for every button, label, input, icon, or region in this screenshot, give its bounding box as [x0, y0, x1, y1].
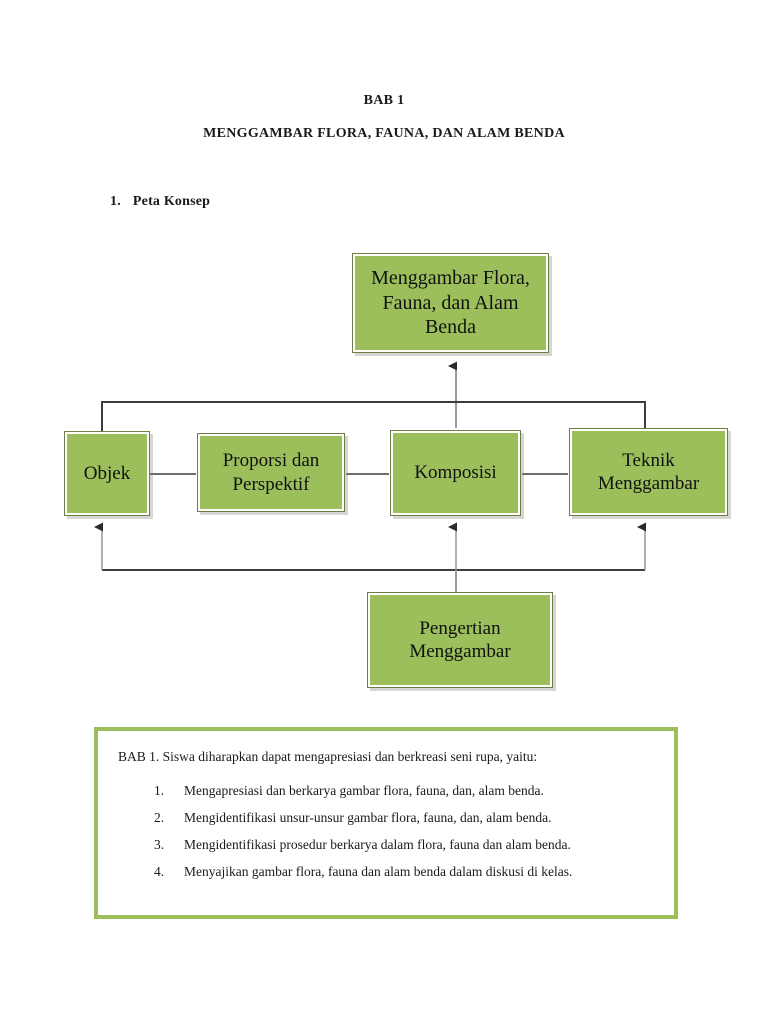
section-label: Peta Konsep: [132, 194, 211, 209]
concept-map: Menggambar Flora, Fauna, dan Alam Benda …: [64, 253, 728, 688]
list-item: 4. Menyajikan gambar flora, fauna dan al…: [154, 864, 654, 880]
connector-upper-bracket: [101, 401, 646, 431]
section-number: 1.: [110, 194, 121, 209]
bab-title: BAB 1: [363, 93, 405, 108]
chapter-title: MENGGAMBAR FLORA, FAUNA, DAN ALAM BENDA: [203, 126, 565, 141]
section-heading-peta-konsep: 1. Peta Konsep: [110, 194, 210, 210]
list-item: 1. Mengapresiasi dan berkarya gambar flo…: [154, 783, 654, 799]
concept-node-teknik-menggambar[interactable]: Teknik Menggambar: [569, 428, 728, 516]
objectives-list: 1. Mengapresiasi dan berkarya gambar flo…: [118, 783, 654, 881]
list-item-number: 1.: [154, 782, 165, 798]
list-item-text: Mengapresiasi dan berkarya gambar flora,…: [184, 782, 544, 798]
concept-node-komposisi[interactable]: Komposisi: [390, 430, 521, 516]
list-item: 3. Mengidentifikasi prosedur berkarya da…: [154, 837, 654, 853]
list-item-number: 3.: [154, 837, 165, 853]
list-item: 2. Mengidentifikasi unsur-unsur gambar f…: [154, 810, 654, 826]
concept-node-root[interactable]: Menggambar Flora, Fauna, dan Alam Benda: [352, 253, 549, 353]
objectives-intro: BAB 1. Siswa diharapkan dapat mengapresi…: [118, 749, 538, 764]
list-item-text: Mengidentifikasi prosedur berkarya dalam…: [184, 837, 571, 853]
concept-node-objek[interactable]: Objek: [64, 431, 150, 516]
concept-node-pengertian-menggambar[interactable]: Pengertian Menggambar: [367, 592, 553, 688]
list-item-text: Menyajikan gambar flora, fauna dan alam …: [184, 864, 573, 880]
list-item-text: Mengidentifikasi unsur-unsur gambar flor…: [184, 810, 552, 826]
list-item-number: 2.: [154, 810, 165, 826]
objectives-box: BAB 1. Siswa diharapkan dapat mengapresi…: [94, 727, 678, 919]
list-item-number: 4.: [154, 864, 165, 880]
concept-node-proporsi-dan-perspektif[interactable]: Proporsi dan Perspektif: [197, 433, 345, 512]
